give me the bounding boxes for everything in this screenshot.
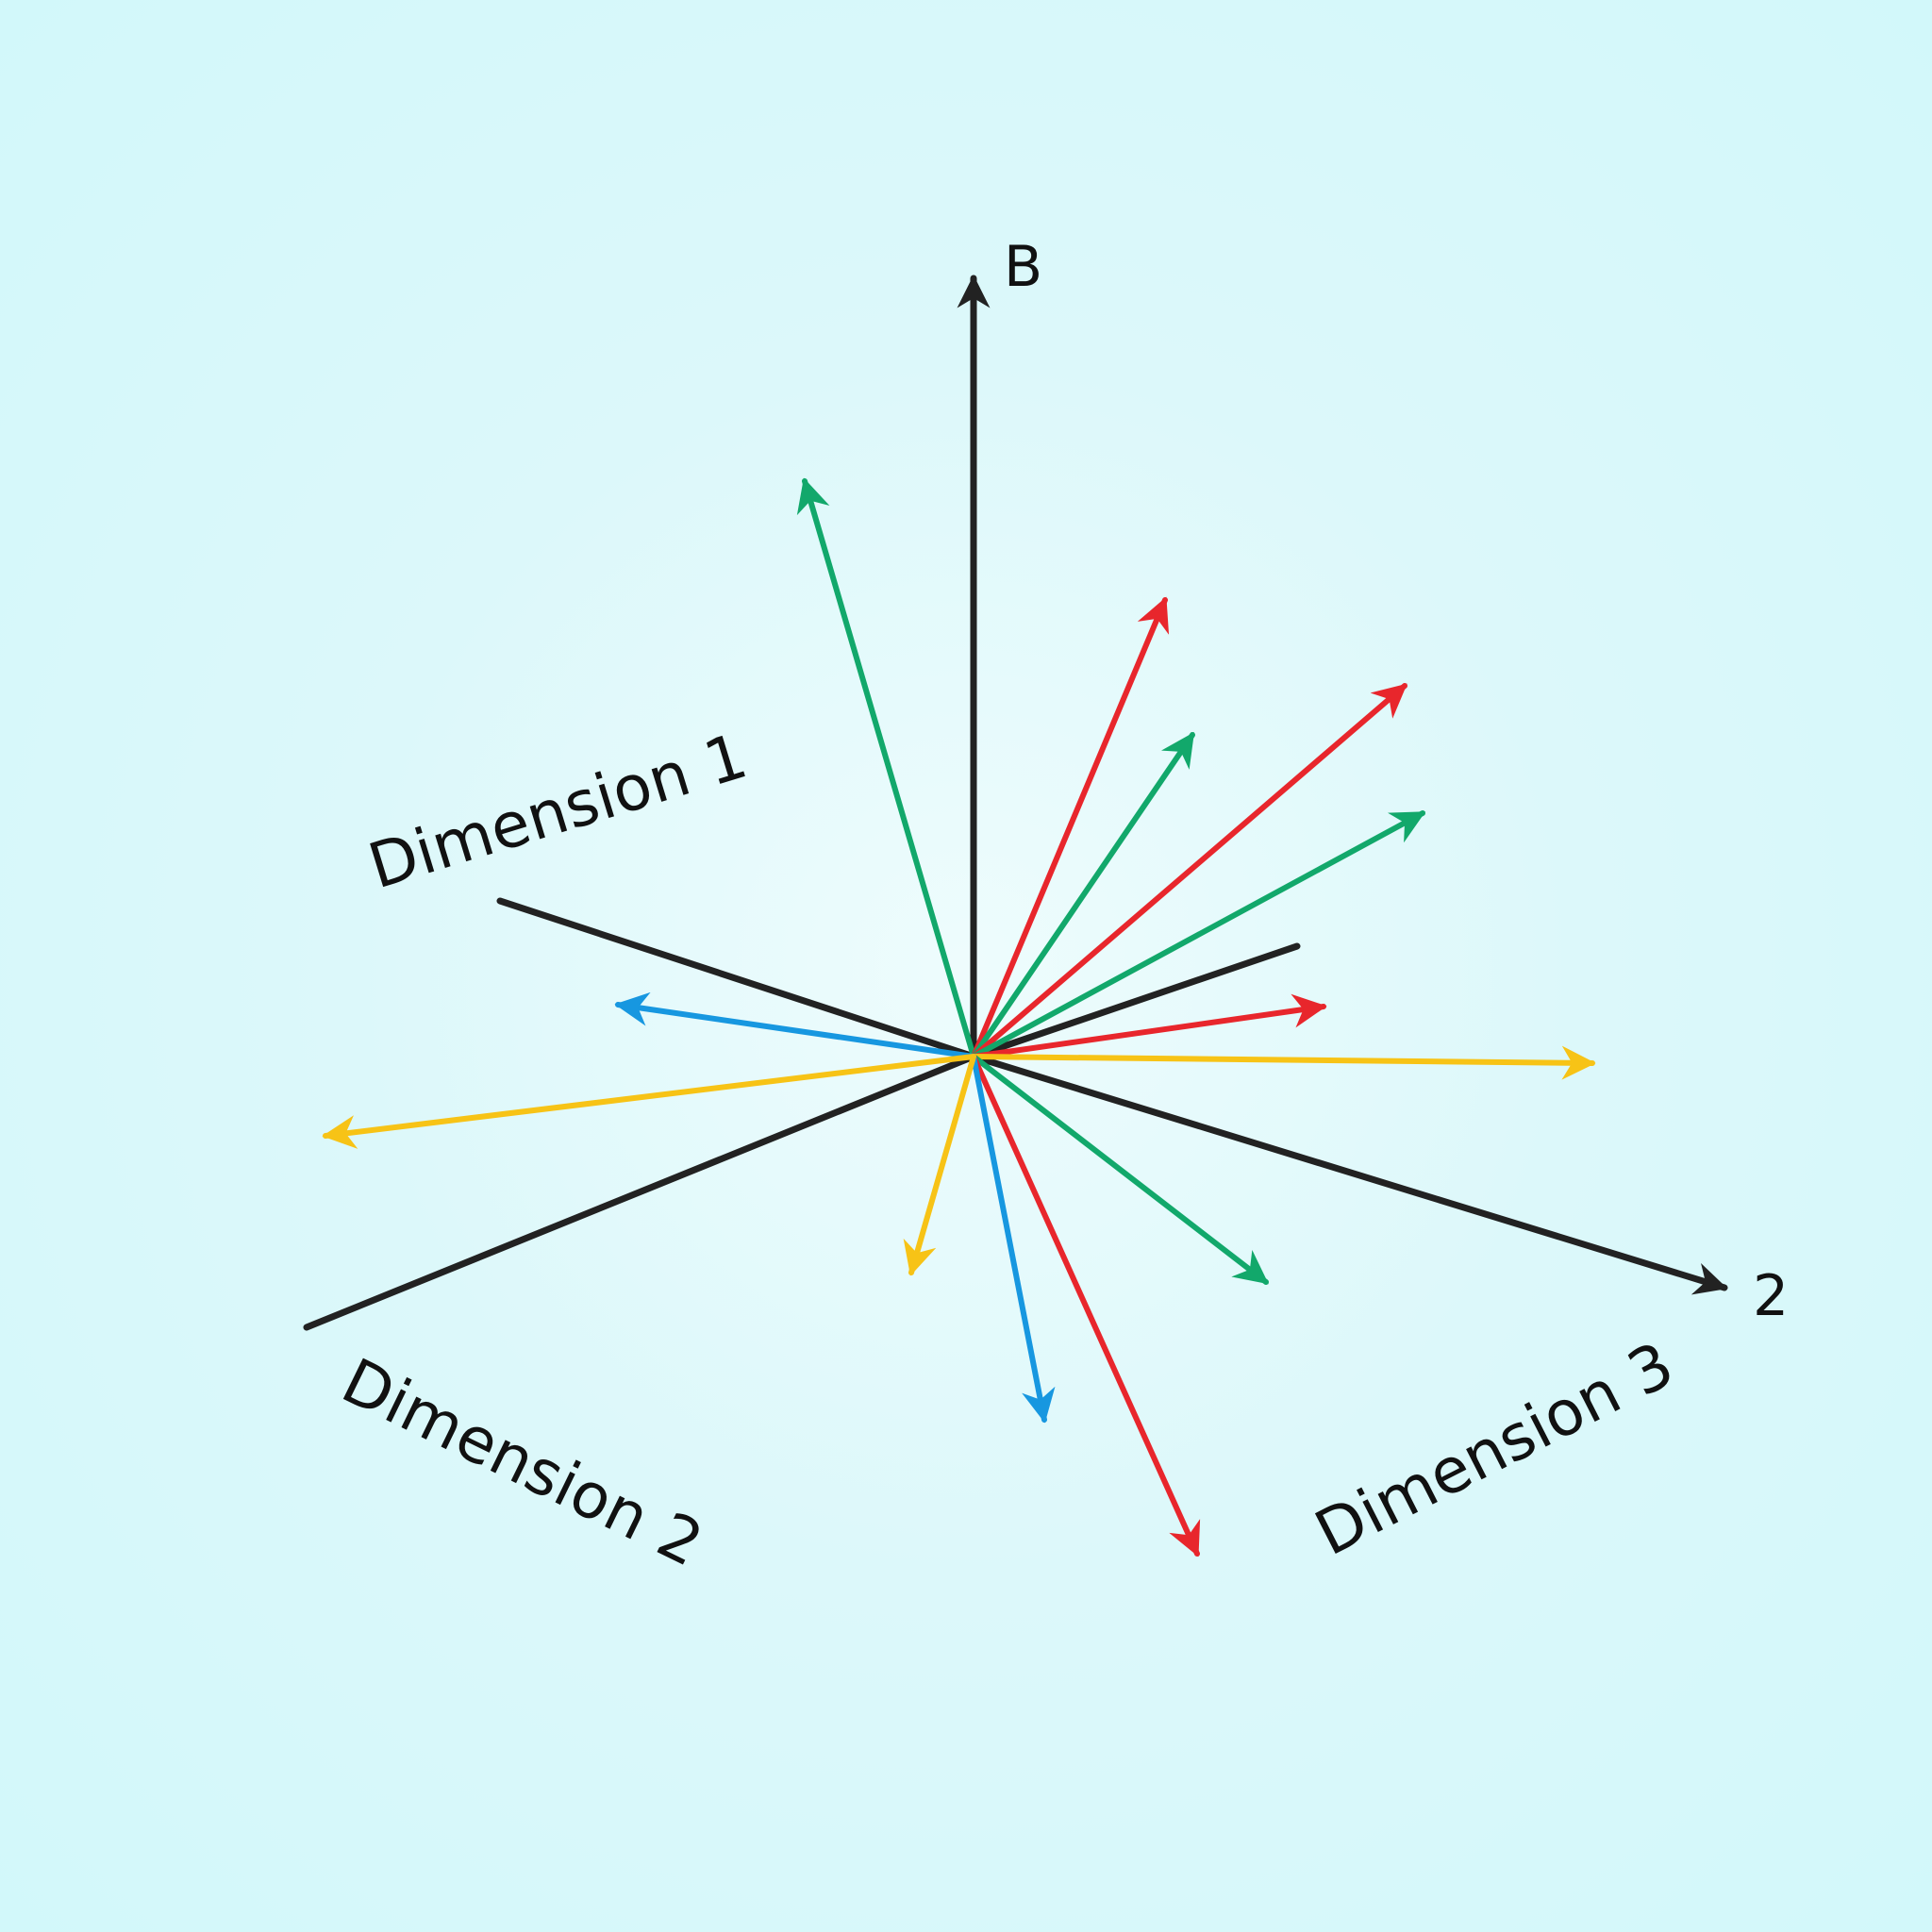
axis-b-label: B <box>1004 234 1042 300</box>
vector-blue-left <box>614 991 976 1059</box>
vectors <box>322 477 1596 1557</box>
axis-2-label: 2 <box>1753 1263 1789 1329</box>
vector-green-right <box>971 810 1426 1059</box>
dimension-1-label: Dimension 1 <box>360 720 755 904</box>
vector-blue-lower <box>971 1054 1056 1424</box>
vector-green-upper-left <box>796 477 976 1059</box>
vector-red-upper-right <box>971 683 1407 1059</box>
dimension-3-label: Dimension 3 <box>1304 1328 1685 1570</box>
vector-yellow-right <box>971 1045 1596 1080</box>
vector-red-upper <box>971 596 1170 1059</box>
axis-upper-right-line <box>970 942 1301 1060</box>
vector-red-right <box>971 993 1327 1059</box>
vector-yellow-lower <box>903 1054 976 1276</box>
dimension-2-label: Dimension 2 <box>331 1344 714 1581</box>
axis-dimension-2-line <box>303 1053 977 1331</box>
vector-green-lower-right <box>971 1054 1269 1285</box>
vector-red-lower <box>971 1054 1201 1557</box>
axis-dimension-1-line <box>496 897 977 1060</box>
axes <box>303 275 1728 1331</box>
axis-2-arrow <box>970 1053 1728 1295</box>
vector-green-upper-right <box>971 732 1195 1059</box>
vector-yellow-left <box>322 1054 976 1149</box>
